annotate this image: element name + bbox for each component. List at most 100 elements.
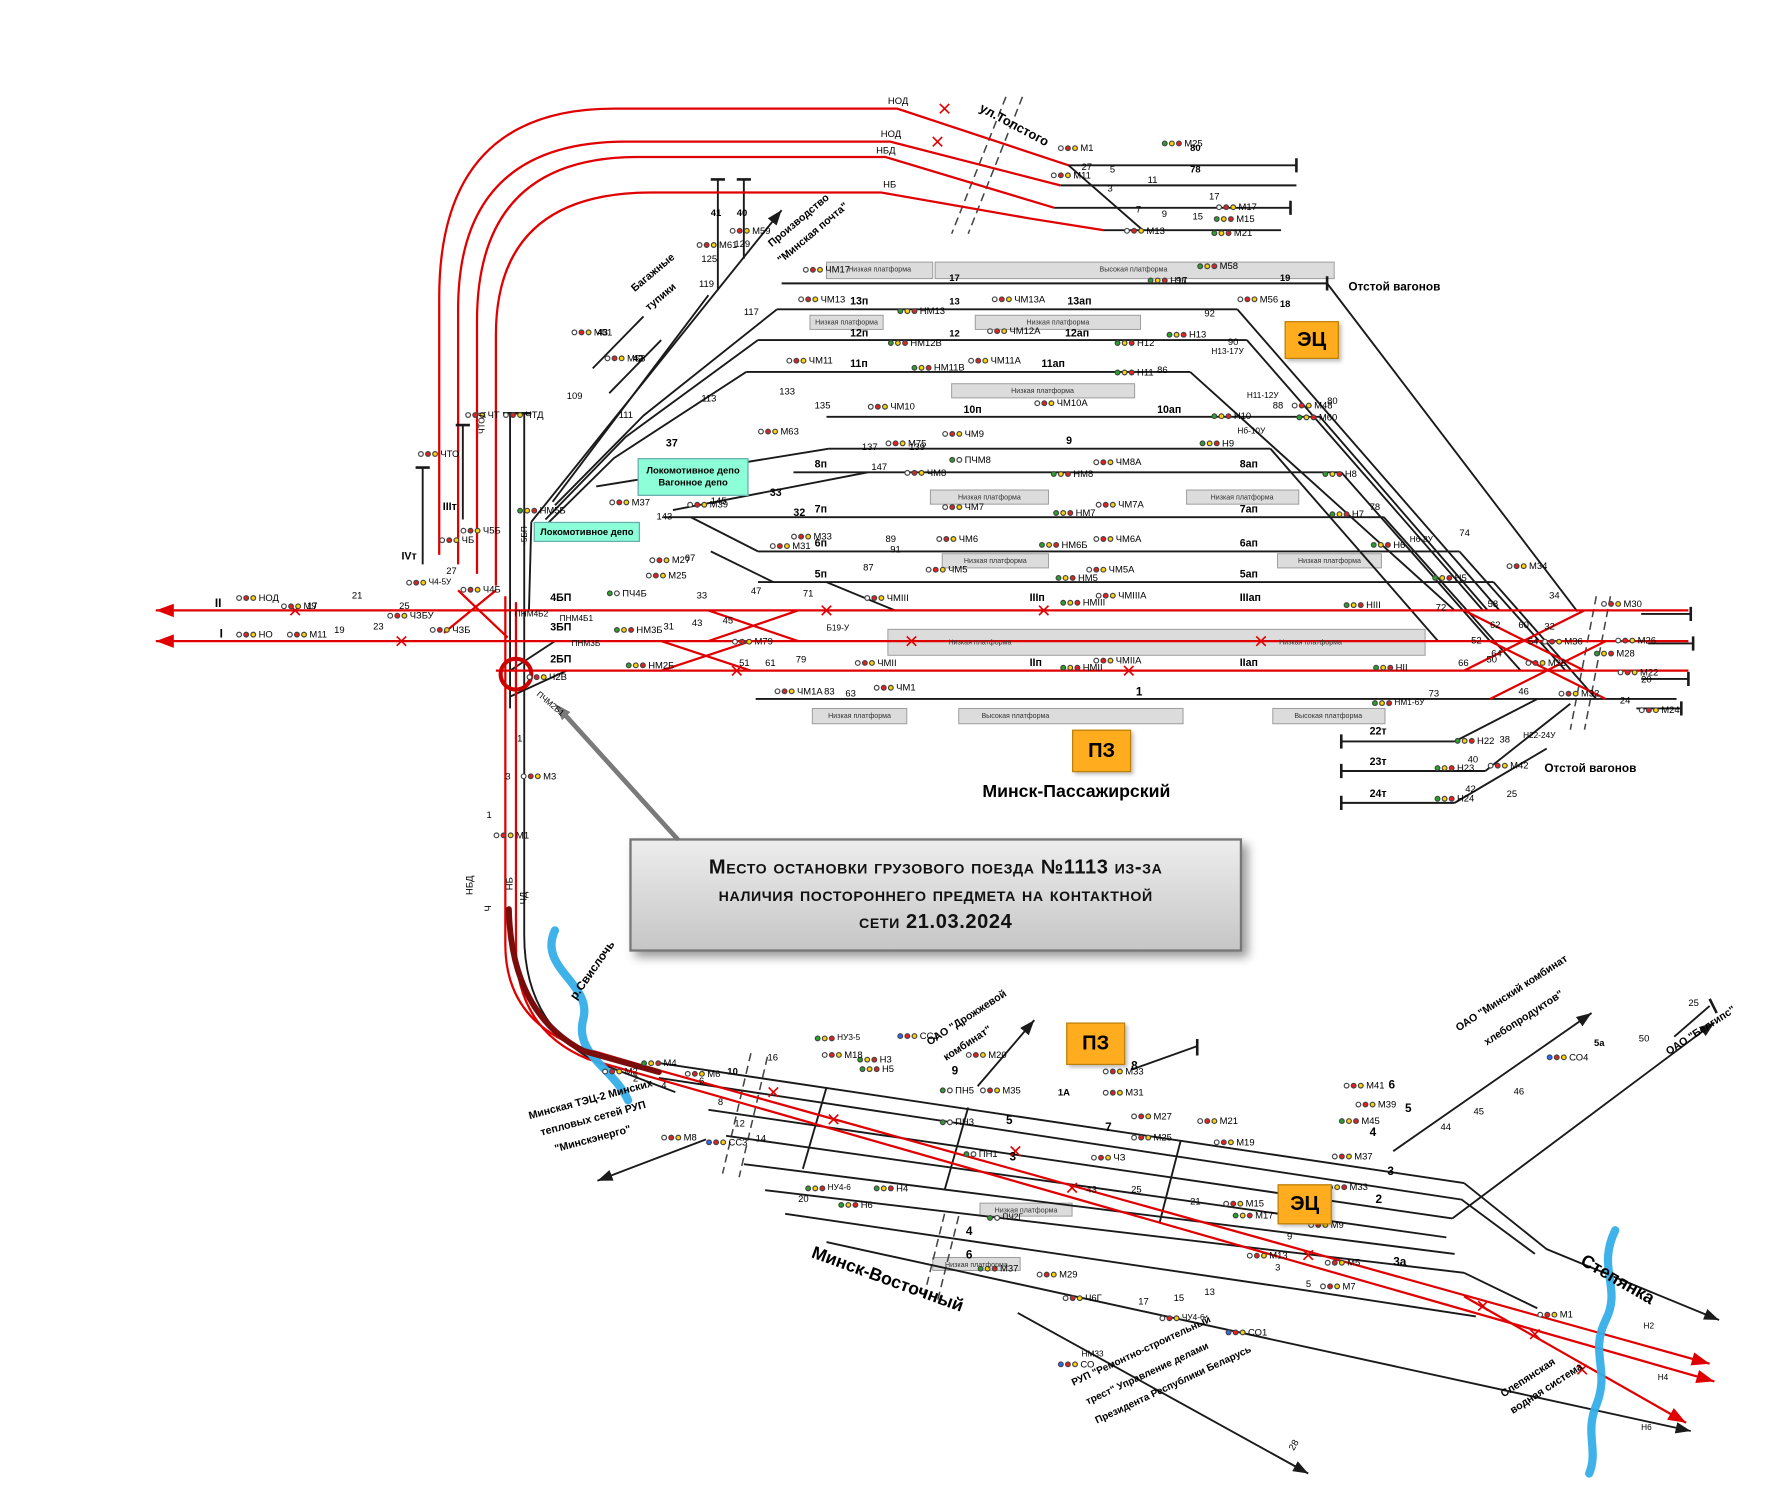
diagram-label: 21	[1190, 1195, 1201, 1207]
signal-lights-icon	[965, 1051, 986, 1058]
signal-label: ЧМ11	[786, 356, 833, 365]
diagram-label: 16	[767, 1051, 778, 1063]
signal-lights-icon	[1102, 1068, 1123, 1075]
signal-label: М37	[977, 1263, 1018, 1273]
signal-label: М42	[1487, 760, 1528, 770]
interlocking-box-ec-top: ЭЦ	[1284, 321, 1339, 359]
diagram-label: Отстой вагонов	[1348, 280, 1441, 294]
diagram-label: 87	[863, 561, 874, 573]
diagram-label: 50	[1638, 1032, 1650, 1044]
signal-lights-icon	[1039, 541, 1060, 548]
signal-lights-icon	[1296, 414, 1317, 421]
diagram-label: 31	[663, 620, 675, 632]
signal-label: НМ3Б	[613, 625, 663, 634]
diagram-label: 51	[739, 657, 750, 668]
diagram-label: Низкая платформа	[1279, 639, 1343, 647]
signal-label: М9	[281, 601, 317, 611]
diagram-label: 58	[1487, 598, 1499, 609]
diagram-label: 96	[1175, 274, 1187, 286]
diagram-label: 15	[1173, 1292, 1185, 1304]
diagram-label: 91	[890, 543, 901, 555]
signal-label: СС3	[706, 1137, 747, 1147]
signal-label: М25	[1131, 1132, 1172, 1142]
diagram-label: Н6	[1641, 1424, 1652, 1433]
diagram-label: 25	[1688, 997, 1699, 1008]
diagram-label: 147	[871, 461, 888, 472]
signal-lights-icon	[1331, 1153, 1352, 1160]
diagram-label: 11	[1147, 174, 1158, 185]
diagram-label: 22т	[1369, 725, 1387, 737]
signal-label: М28	[1593, 648, 1635, 658]
signal-label: НМ5	[1055, 573, 1098, 582]
signal-lights-icon	[968, 357, 989, 364]
signal-lights-icon	[661, 1134, 682, 1141]
signal-label: ЧУ4-6	[1159, 1314, 1205, 1323]
signal-label: М15	[1213, 214, 1255, 223]
depot-box-loco2: Локомотивное депо	[533, 521, 640, 542]
signal-lights-icon	[802, 266, 823, 273]
signal-label: М27	[649, 555, 690, 565]
signal-lights-icon	[1371, 699, 1393, 706]
diagram-label: 5	[1305, 1278, 1312, 1289]
signal-label: ЧБ	[439, 535, 474, 545]
signal-label: М48	[1291, 400, 1332, 410]
signal-lights-icon	[613, 626, 635, 633]
signal-label: Н22	[1454, 736, 1494, 745]
diagram-label: Н22-24У	[1523, 732, 1556, 741]
route-highlight	[505, 906, 662, 1076]
diagram-label: 17	[306, 600, 318, 612]
diagram-label: 13	[1204, 1286, 1215, 1298]
diagram-label: 52	[1471, 634, 1482, 646]
diagram-label: 5	[1405, 1102, 1412, 1116]
signal-label: ЧМ10А	[1034, 398, 1088, 408]
diagram-label: 2БП	[550, 652, 572, 665]
signal-label: М21	[1197, 1116, 1238, 1125]
signal-label: НО	[236, 629, 273, 639]
diagram-label: 83	[824, 685, 835, 697]
signal-lights-icon	[1237, 296, 1258, 303]
signal-label: НУ3-5	[814, 1034, 860, 1043]
diagram-label: 86	[1157, 364, 1168, 375]
diagram-label: IVт	[401, 550, 417, 563]
diagram-label: 21	[351, 589, 363, 601]
signal-label: М26	[1615, 635, 1656, 645]
signal-lights-icon	[814, 1035, 835, 1042]
signal-lights-icon	[805, 1185, 826, 1192]
signal-label: М61	[696, 240, 737, 249]
signal-label: М75	[885, 438, 926, 448]
signal-label: М15	[1223, 1199, 1264, 1208]
diagram-label: 8	[1131, 1059, 1138, 1073]
diagram-label: Низкая платформа	[1026, 319, 1090, 327]
signal-lights-icon	[1617, 669, 1638, 676]
signal-lights-icon	[517, 507, 538, 514]
signal-lights-icon	[977, 1265, 998, 1272]
signal-lights-icon	[236, 631, 257, 638]
signal-lights-icon	[1291, 402, 1312, 409]
signal-label: М17	[1232, 1210, 1273, 1220]
diagram-label: 78	[1190, 163, 1201, 175]
signal-lights-icon	[1329, 511, 1350, 518]
signal-lights-icon	[571, 329, 592, 336]
diagram-label: 6	[1388, 1078, 1396, 1092]
signal-lights-icon	[786, 357, 807, 364]
signal-lights-icon	[286, 631, 307, 638]
signal-lights-icon	[649, 557, 670, 564]
signal-label: М6	[684, 1069, 720, 1078]
diagram-label: 11п	[850, 357, 868, 370]
diagram-label: IIIт	[442, 500, 457, 513]
diagram-label: 119	[698, 278, 715, 289]
signal-label: М13	[1246, 1250, 1288, 1260]
diagram-label: 20	[1641, 673, 1652, 685]
signal-label: Ч4-5У	[406, 579, 451, 587]
diagram-label: 3БП	[550, 621, 572, 633]
signal-label: НII	[1373, 662, 1408, 672]
signal-lights-icon	[987, 1214, 1001, 1221]
diagram-label: ЧТОД	[478, 412, 488, 435]
signal-lights-icon	[1197, 1118, 1218, 1125]
signal-label: ЧМ5	[925, 564, 968, 574]
diagram-label: Н6-8У	[1409, 536, 1433, 545]
signal-label: Н5	[859, 1064, 894, 1074]
signal-label: СО1	[1225, 1327, 1267, 1337]
